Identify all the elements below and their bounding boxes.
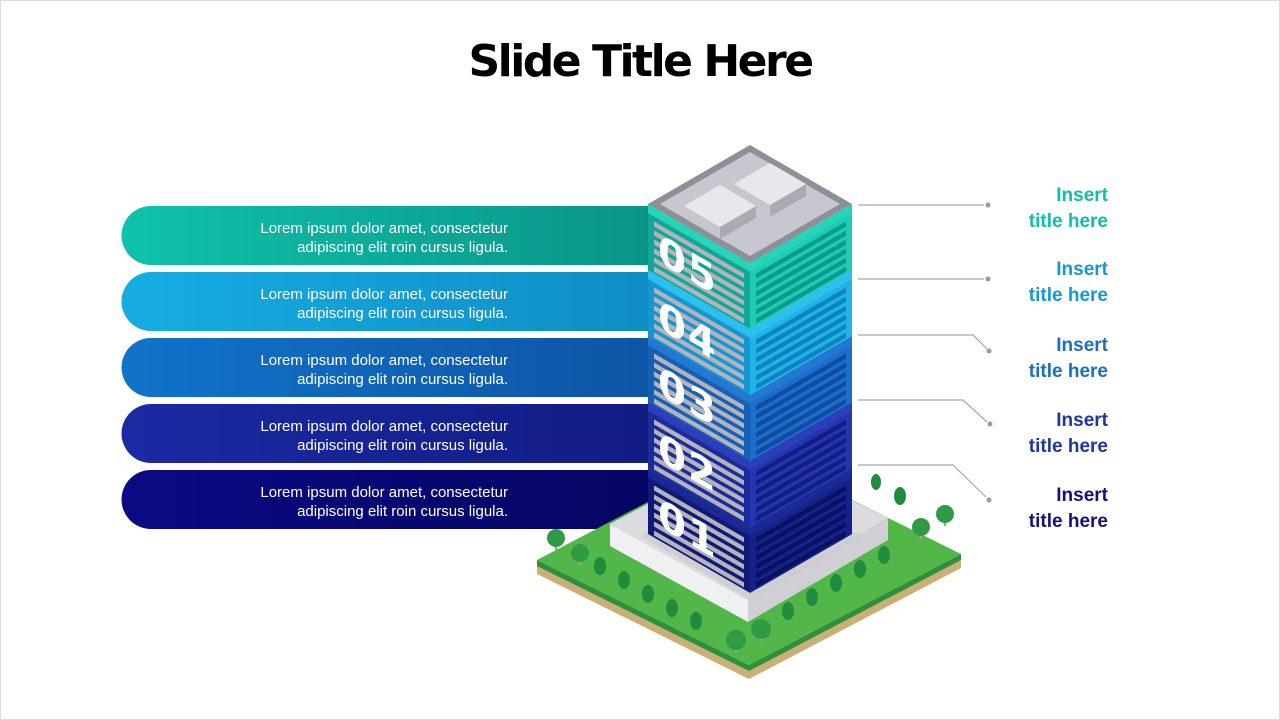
bar-description-line2: adipiscing elit roin cursus ligula. — [297, 371, 508, 388]
bar-shape — [121, 338, 651, 397]
bar-description-line1: Lorem ipsum dolor amet, consectetur — [260, 286, 508, 303]
bar-description-line2: adipiscing elit roin cursus ligula. — [297, 437, 508, 454]
building-floor-05: 05 — [648, 204, 852, 329]
connector-line — [858, 399, 988, 423]
building-floor-02: 02 — [648, 402, 852, 527]
bar-item-02: Lorem ipsum dolor amet, consectetur adip… — [121, 404, 651, 463]
bar-description-line1: Lorem ipsum dolor amet, consectetur — [260, 352, 508, 369]
bar-description-line2: adipiscing elit roin cursus ligula. — [297, 305, 508, 322]
rooftop-box — [734, 163, 806, 217]
building-floor-01: 01 — [648, 468, 852, 593]
rooftop-box — [684, 185, 756, 239]
bar-description-line2: adipiscing elit roin cursus ligula. — [297, 239, 508, 256]
bar-shape — [121, 404, 651, 463]
connector-line — [858, 334, 988, 350]
trees — [547, 474, 954, 652]
bar-shape — [121, 272, 651, 331]
bars: Lorem ipsum dolor amet, consectetur adip… — [121, 206, 651, 529]
bar-description-line2: adipiscing elit roin cursus ligula. — [297, 503, 508, 520]
bar-description-line1: Lorem ipsum dolor amet, consectetur — [260, 418, 508, 435]
building-floor-04: 04 — [648, 270, 852, 395]
slide-title: Slide Title Here — [468, 36, 814, 87]
bar-description-line1: Lorem ipsum dolor amet, consectetur — [260, 484, 508, 501]
bar-item-04: Lorem ipsum dolor amet, consectetur adip… — [121, 272, 651, 331]
bar-description-line1: Lorem ipsum dolor amet, consectetur — [260, 220, 508, 237]
roof — [648, 145, 852, 263]
bar-item-01: Lorem ipsum dolor amet, consectetur adip… — [121, 470, 651, 529]
connector-dot — [985, 202, 991, 208]
connector-dot — [986, 497, 992, 503]
bar-item-03: Lorem ipsum dolor amet, consectetur adip… — [121, 338, 651, 397]
building-floor-03: 03 — [648, 336, 852, 461]
building: 01 02 — [648, 145, 852, 593]
bar-item-05: Lorem ipsum dolor amet, consectetur adip… — [121, 206, 651, 265]
connector-dot — [987, 421, 993, 427]
connectors — [858, 202, 993, 503]
bar-shape — [121, 470, 651, 529]
connector-dot — [986, 348, 992, 354]
connector-dot — [985, 276, 991, 282]
bar-shape — [121, 206, 651, 265]
connector-line — [858, 464, 987, 498]
